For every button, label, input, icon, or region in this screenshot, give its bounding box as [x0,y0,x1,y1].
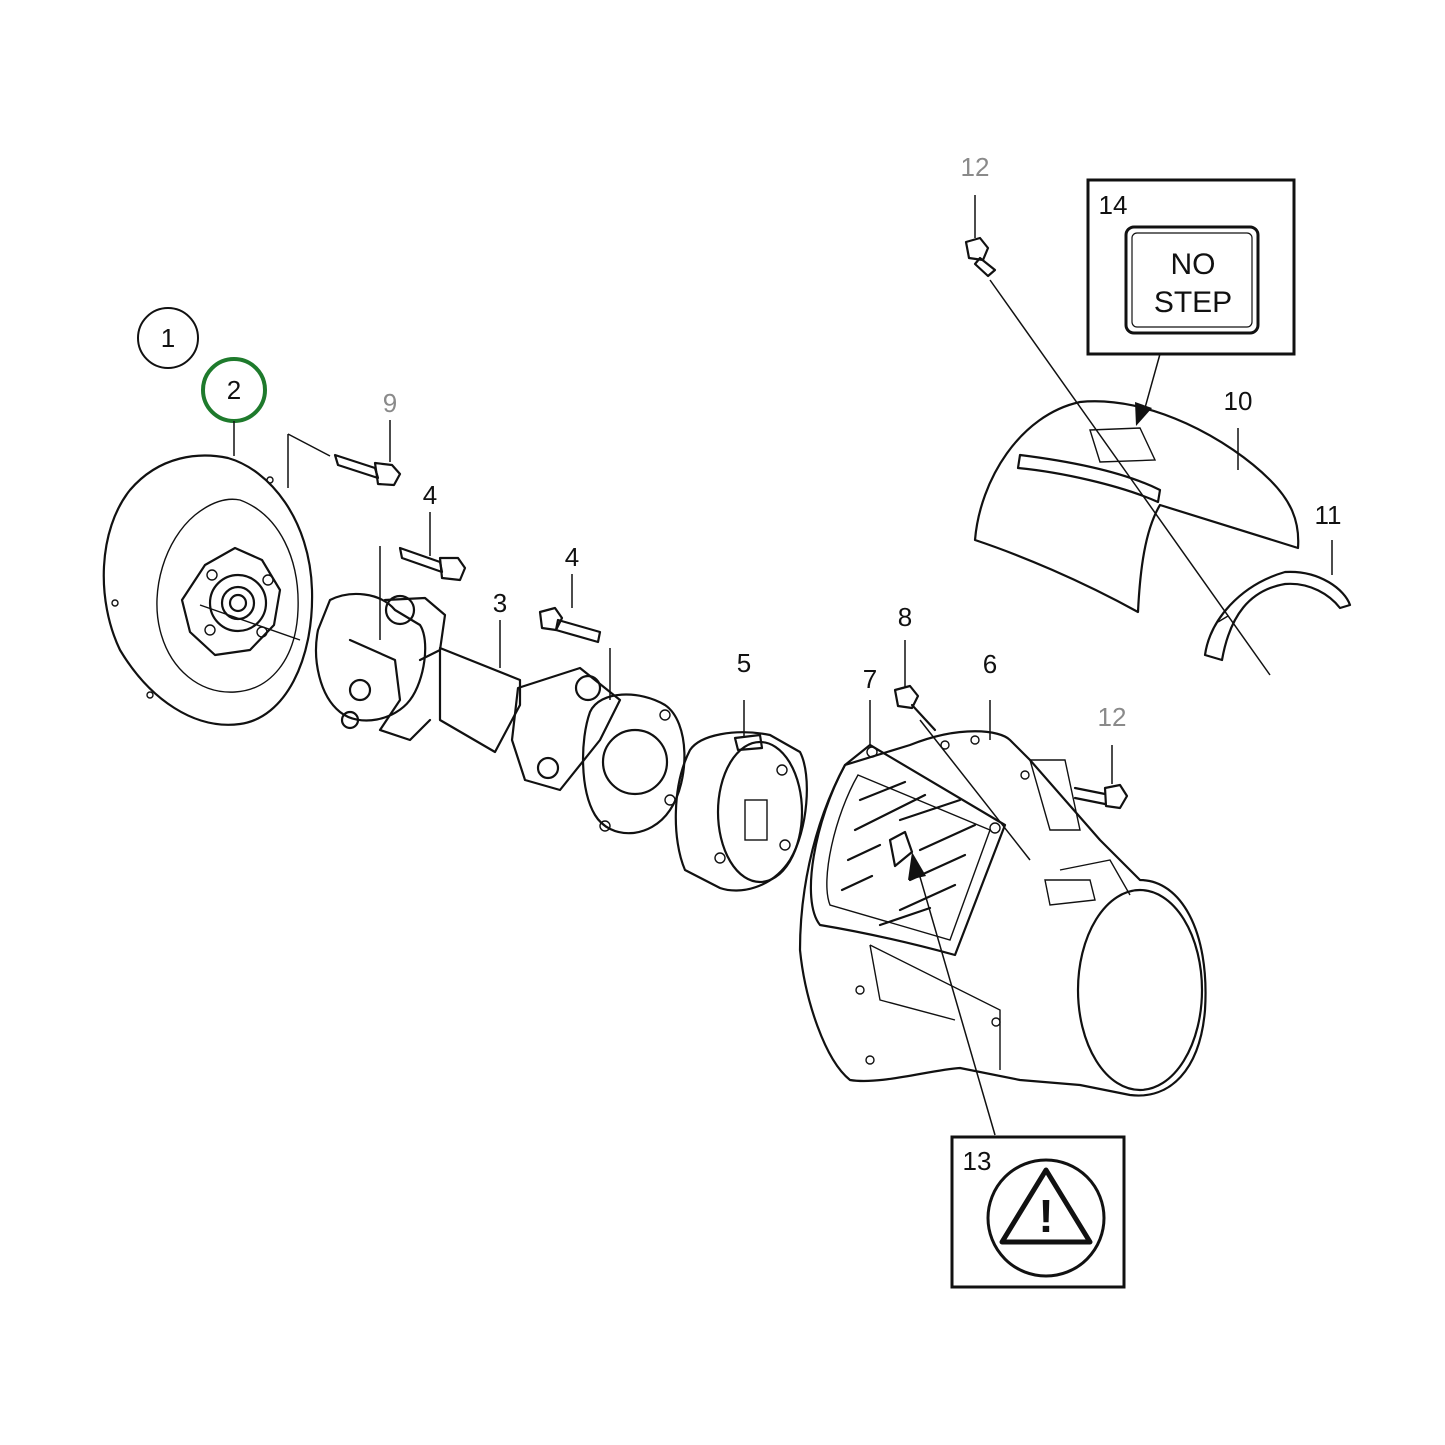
label-12-lower[interactable]: 12 [1098,702,1127,732]
callout-14-box: NO STEP [1086,178,1296,426]
callout-13-box: ! [908,852,1126,1289]
no-step-line1: NO [1171,248,1216,281]
item-2-marker-highlighted[interactable]: 2 [201,357,267,456]
label-3[interactable]: 3 [493,588,507,618]
warning-triangle-icon [999,1167,1093,1245]
bolt-8-part [893,640,1031,861]
bolt-4-upper-part [379,546,467,640]
label-10[interactable]: 10 [1224,386,1253,416]
label-11[interactable]: 11 [1315,500,1342,530]
drive-shaft-part [314,593,686,835]
label-1: 1 [161,323,175,353]
label-5[interactable]: 5 [737,648,751,678]
bolt-12-lower-part [1073,745,1129,810]
warning-decal [986,1158,1106,1278]
label-14[interactable]: 14 [1099,190,1128,220]
hub-adapter-part [674,700,808,892]
slotted-cover-plate-part [809,700,1007,957]
label-4-upper[interactable]: 4 [423,480,437,510]
label-4-lower[interactable]: 4 [565,542,579,572]
bolt-9-part [287,433,402,488]
half-ring-part [1203,540,1352,662]
label-6[interactable]: 6 [983,649,997,679]
bell-housing-part [798,700,1207,1097]
warning-exclamation-icon: ! [1038,1190,1053,1242]
arrow-head-13 [908,852,926,880]
no-step-decal [1124,225,1260,335]
label-7[interactable]: 7 [863,664,877,694]
label-13[interactable]: 13 [963,1146,992,1176]
half-shell-guard-part [973,400,1300,614]
label-9[interactable]: 9 [383,388,397,418]
no-step-line2: STEP [1154,286,1232,319]
arrow-head-14 [1135,402,1152,426]
label-2: 2 [227,375,241,405]
label-8[interactable]: 8 [898,602,912,632]
bolt-4-lower-part [538,606,611,700]
item-1-marker[interactable]: 1 [137,307,199,369]
coupling-disc-part [102,454,314,726]
label-12-upper[interactable]: 12 [961,152,990,182]
